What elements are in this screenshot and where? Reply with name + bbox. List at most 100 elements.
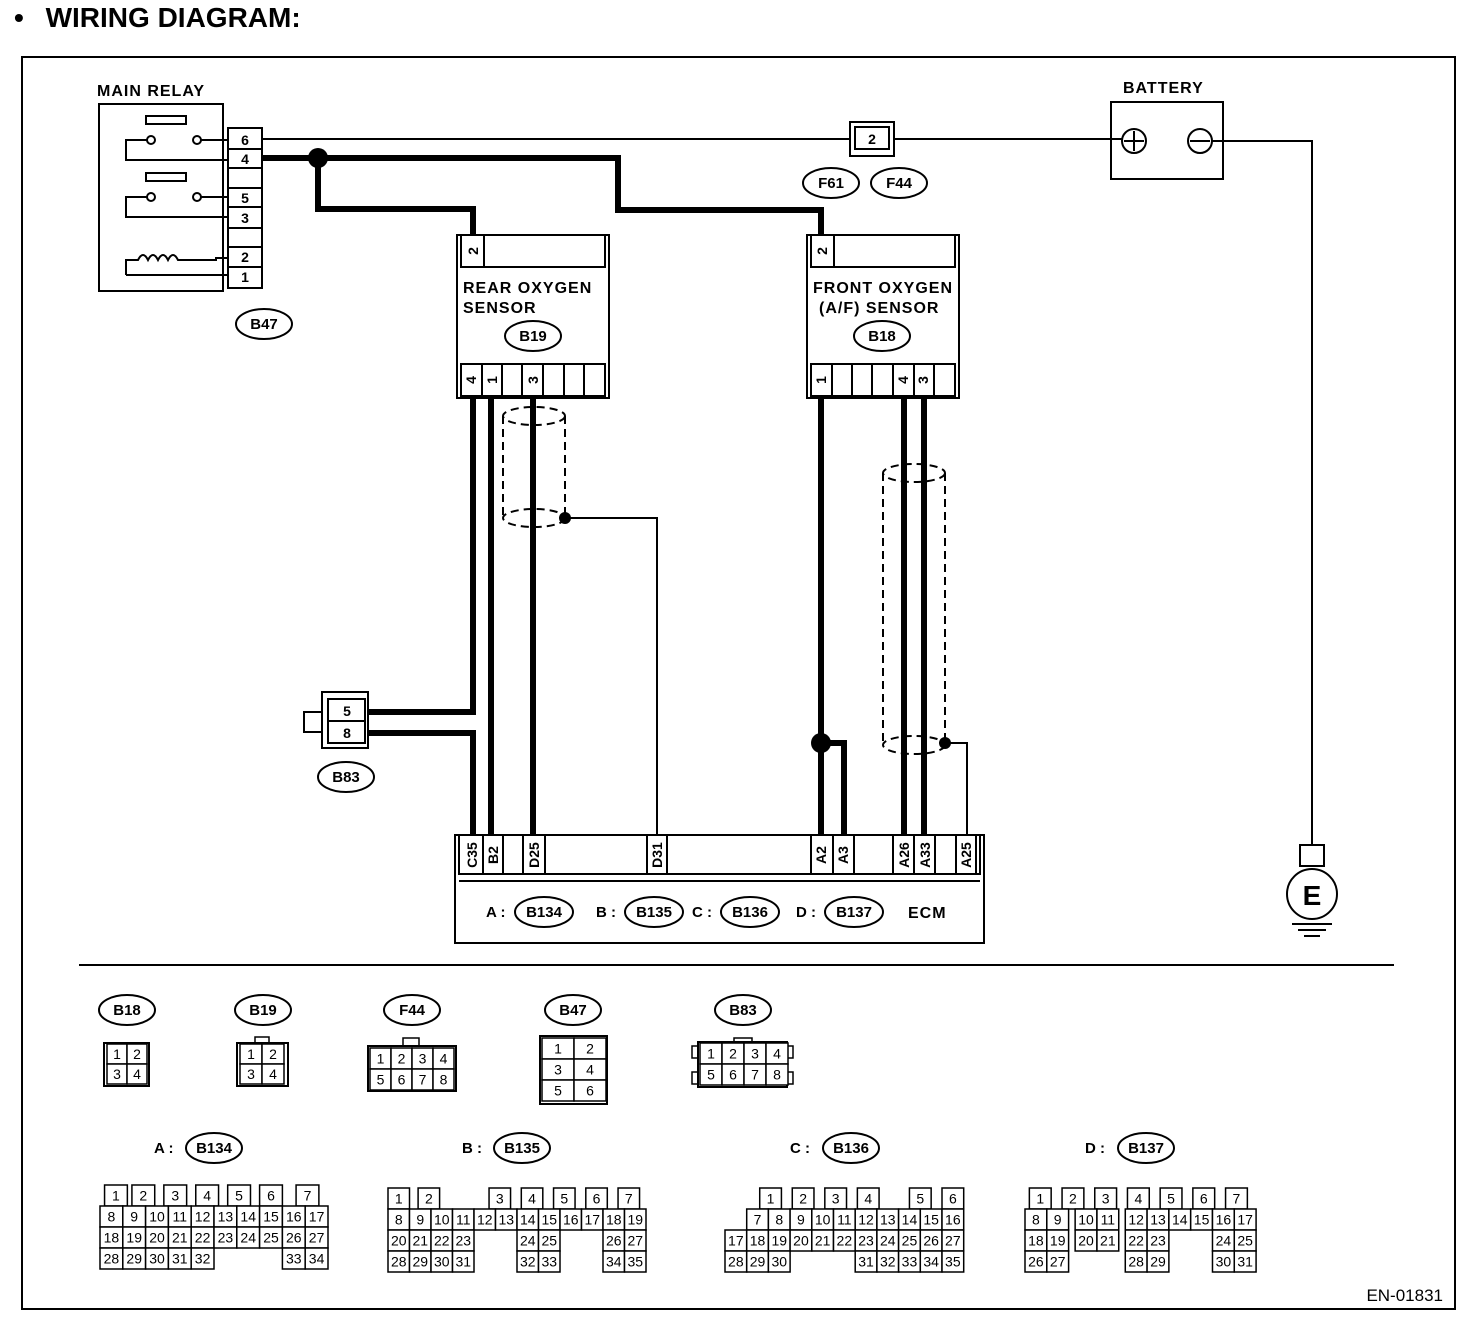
connector-pin: 5 [377, 1072, 385, 1088]
relay-pin: 3 [241, 210, 249, 226]
connector-cell [1061, 1187, 1085, 1210]
connector-pin: 30 [149, 1251, 165, 1267]
connector-pin: 21 [412, 1233, 428, 1249]
connector-pin: 8 [395, 1212, 403, 1228]
connector-pin: 16 [563, 1212, 579, 1228]
ground-point: E [1286, 844, 1338, 937]
connector-cell [190, 1247, 215, 1270]
connector-pin: 22 [195, 1230, 211, 1246]
connector-pin: 20 [149, 1230, 165, 1246]
connector-pin: 5 [554, 1083, 562, 1099]
connector-pin: 3 [419, 1051, 427, 1067]
connector-pin: 35 [945, 1254, 961, 1270]
connector-pin: 34 [923, 1254, 939, 1270]
relay-pin: 6 [241, 132, 249, 148]
connector-oval-f61 [802, 167, 860, 199]
connector-pin: 1 [395, 1191, 403, 1207]
connector-oval-b18 [853, 320, 911, 352]
connector-pin: 3 [113, 1066, 121, 1082]
connector-pin: 34 [606, 1254, 622, 1270]
front-sensor-label-line2: (A/F) SENSOR [819, 300, 939, 317]
connector-pin: 23 [858, 1233, 874, 1249]
connector-pin: 4 [133, 1066, 141, 1082]
connector-cell [537, 1250, 561, 1273]
connector-pin: 8 [440, 1072, 448, 1088]
sensor-pin: 4 [895, 376, 911, 384]
connector-pin: 5 [707, 1067, 715, 1083]
connector-cell [623, 1250, 647, 1273]
connector-pin: 8 [775, 1212, 783, 1228]
connector-cell [451, 1250, 475, 1273]
connector-pin: 1 [554, 1041, 562, 1057]
ecm-pin: A25 [958, 842, 974, 868]
ecm-pin: A26 [896, 842, 912, 868]
ecm-connector-prefix: B : [596, 904, 616, 921]
connector-oval-b134 [514, 896, 574, 928]
connector-pin: 3 [554, 1062, 562, 1078]
connector-pin: 19 [126, 1230, 142, 1246]
connector-pin: 18 [606, 1212, 622, 1228]
connector-pin: 15 [541, 1212, 557, 1228]
ecm-pin: A33 [917, 842, 933, 868]
connector-pin: 1 [112, 1188, 120, 1204]
connector-pin: 14 [1172, 1212, 1188, 1228]
connector-pin: 28 [104, 1251, 120, 1267]
connector-pin: 34 [309, 1251, 325, 1267]
diagram-border [21, 56, 1456, 1310]
connector-pin: 24 [520, 1233, 536, 1249]
connector-pin: 6 [586, 1083, 594, 1099]
connector-pin: 35 [627, 1254, 643, 1270]
connector-pin: 12 [858, 1212, 874, 1228]
connector-pin: 27 [627, 1233, 643, 1249]
connector-pin: 3 [496, 1191, 504, 1207]
connector-pin: 7 [625, 1191, 633, 1207]
sensor-pin: 1 [484, 376, 500, 384]
connector-pin: 16 [286, 1209, 302, 1225]
ecm-pin: C35 [464, 842, 480, 868]
connector-pin: 17 [309, 1209, 325, 1225]
connector-oval-b137 [824, 896, 884, 928]
connector-pin: 2 [269, 1046, 277, 1062]
relay-pin: 5 [241, 190, 249, 206]
connector-pin: 24 [240, 1230, 256, 1246]
connector-label: B136 [732, 904, 768, 921]
shield-rear [502, 406, 566, 528]
ecm-pin: A3 [835, 846, 851, 864]
connector-label: B137 [836, 904, 872, 921]
connector-pin: 1 [247, 1046, 255, 1062]
connector-oval-b83 [317, 761, 375, 793]
connector-pin: 7 [754, 1212, 762, 1228]
connector-label: B18 [868, 328, 896, 345]
connector-pin: 11 [456, 1212, 471, 1228]
connector-pin: 29 [1150, 1254, 1166, 1270]
connector-pin: 5 [1167, 1191, 1175, 1207]
connector-label: B47 [559, 1002, 587, 1019]
connector-pin: 23 [455, 1233, 471, 1249]
connector-pin: 23 [218, 1230, 234, 1246]
connector-pin: 18 [750, 1233, 766, 1249]
connector-pin: 28 [1128, 1254, 1144, 1270]
connector-pin: 6 [1200, 1191, 1208, 1207]
sensor-pin: 1 [813, 376, 829, 384]
connector-pin: 6 [729, 1067, 737, 1083]
connector-pin: 25 [902, 1233, 918, 1249]
connector-pin: 32 [520, 1254, 536, 1270]
ecm-pin: B2 [485, 846, 501, 864]
ecm: C35 B2 D25 D31 A2 A3 A26 A33 A25 A : B13… [454, 834, 985, 944]
connector-pin: 21 [815, 1233, 831, 1249]
connector-label: B18 [113, 1002, 141, 1019]
connector-pin: 2 [1069, 1191, 1077, 1207]
connector-pin: 33 [541, 1254, 557, 1270]
connector-pin: 9 [1054, 1212, 1062, 1228]
connector-pin: 14 [240, 1209, 256, 1225]
connector-oval-b47 [235, 308, 293, 340]
joint-pin: 8 [343, 725, 351, 741]
connector-pin: 13 [1150, 1212, 1166, 1228]
connector-pin: 26 [606, 1233, 622, 1249]
connector-oval-b134-face [185, 1132, 243, 1164]
connector-pin: 30 [1216, 1254, 1232, 1270]
connector-pin: 26 [1028, 1254, 1044, 1270]
connector-pin: 17 [584, 1212, 600, 1228]
connector-pin: 23 [1150, 1233, 1166, 1249]
